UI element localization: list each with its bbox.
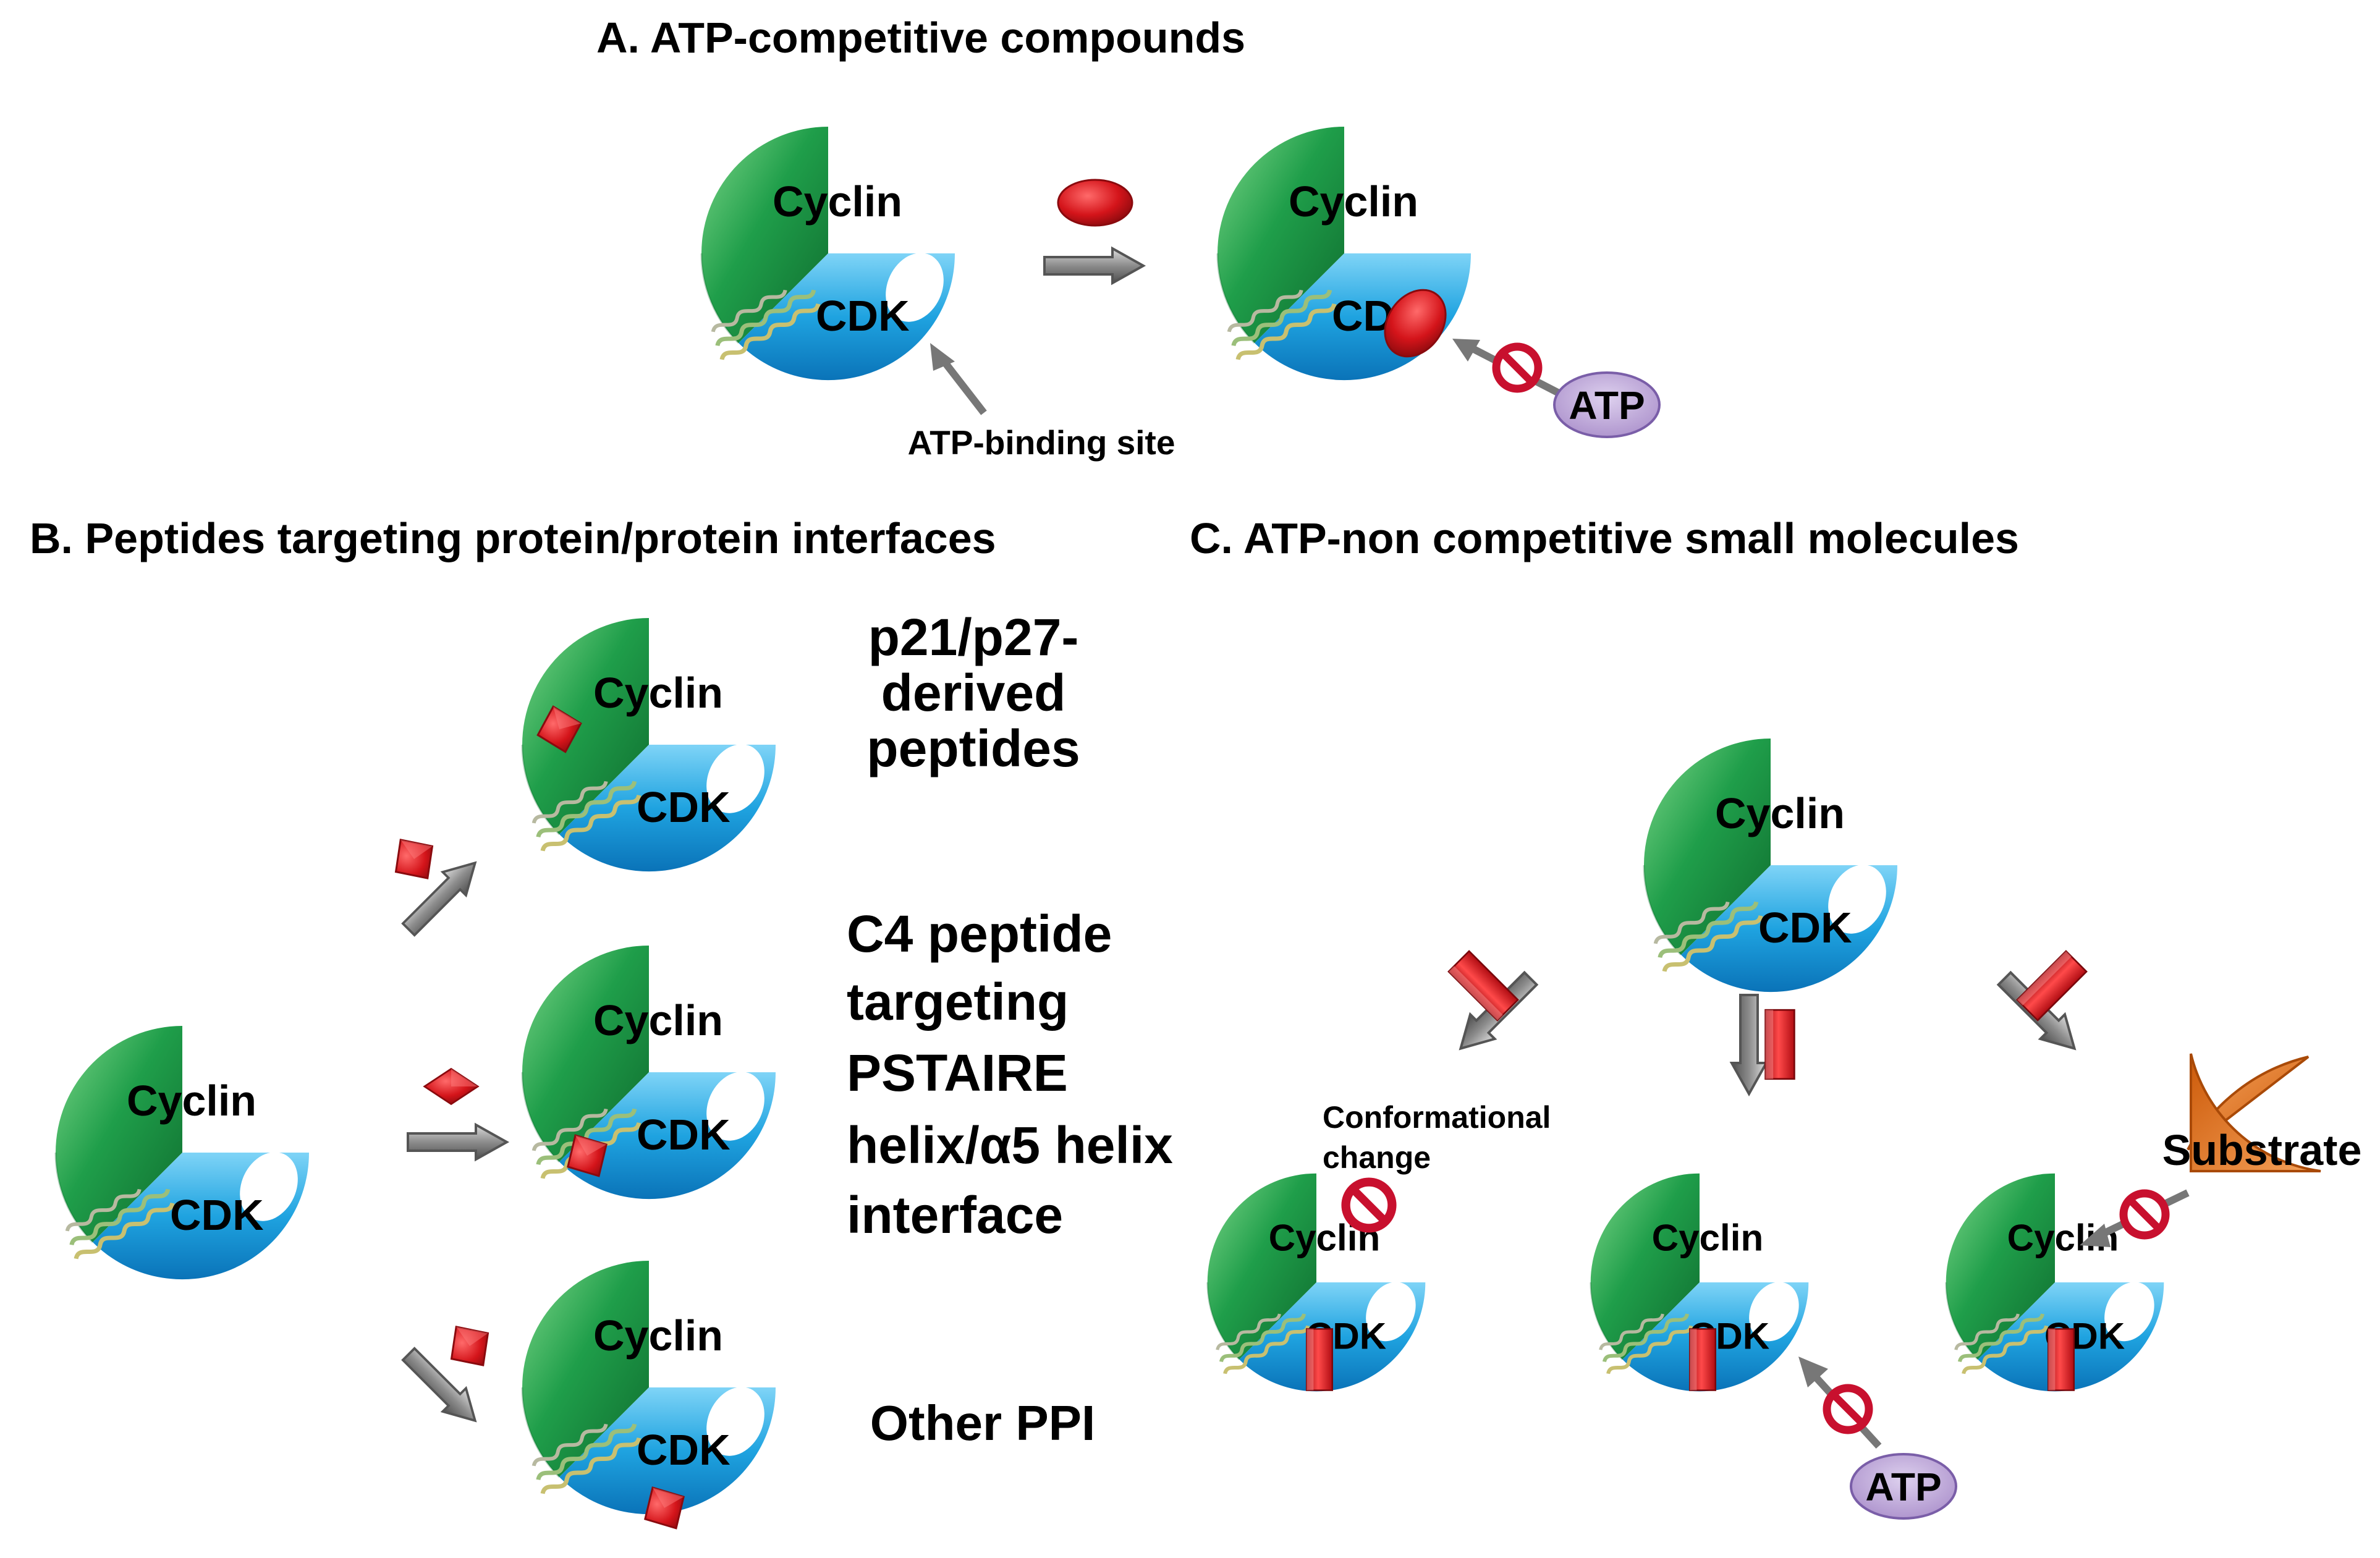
cyclin-label: Cyclin xyxy=(1289,177,1418,226)
panel-a-title: A. ATP-competitive compounds xyxy=(596,14,1245,62)
c4-label-line1: C4 peptide xyxy=(847,905,1112,963)
prohibition-icon xyxy=(1346,1182,1392,1229)
atp-binding-site-label: ATP-binding site xyxy=(908,423,1175,462)
panel-c-title: C. ATP-non competitive small molecules xyxy=(1190,514,2019,562)
substrate-arrow-head xyxy=(2080,1224,2111,1247)
prohibition-icon xyxy=(1496,347,1538,389)
allosteric-inhibitor-block xyxy=(1688,1328,1717,1391)
p21-label-line3: peptides xyxy=(866,719,1080,777)
site-pointer-head xyxy=(930,343,955,371)
peptide-diamond-icon xyxy=(381,826,447,892)
panel-b-title: B. Peptides targeting protein/protein in… xyxy=(30,514,996,562)
atp-competitive-compound xyxy=(1057,179,1133,227)
cdk-label: CDK xyxy=(816,292,910,340)
cyclin-label: Cyclin xyxy=(127,1077,256,1125)
prohibition-icon xyxy=(2124,1193,2166,1235)
cyclin-label: Cyclin xyxy=(593,669,723,717)
conformational-label-line1: Conformational xyxy=(1323,1100,1551,1135)
allosteric-inhibitor-block xyxy=(1764,1009,1795,1080)
cdk-label: CDK xyxy=(637,783,731,831)
allosteric-inhibitor-block xyxy=(1447,950,1519,1022)
c4-label-line2: targeting xyxy=(847,973,1069,1031)
atp-molecule xyxy=(1553,371,1661,438)
c4-label-line3: PSTAIRE xyxy=(847,1044,1068,1102)
p21-label-line1: p21/p27- xyxy=(868,608,1079,666)
cyclin-label: Cyclin xyxy=(773,177,902,226)
atp-entry-head xyxy=(1452,339,1480,362)
cdk-label: CDK xyxy=(637,1111,731,1159)
arrow-icon xyxy=(407,1124,508,1161)
allosteric-inhibitor-block xyxy=(2047,1328,2075,1391)
cdk-label: CDK xyxy=(1758,904,1852,952)
prohibition-icon xyxy=(1827,1388,1869,1430)
p21-label-line2: derived xyxy=(881,664,1066,722)
cdk-label: CDK xyxy=(170,1191,264,1239)
allosteric-inhibitor-block xyxy=(1305,1328,1334,1391)
atp-entry-head xyxy=(1798,1357,1828,1387)
substrate-quadrant xyxy=(2190,1053,2321,1172)
substrate-label: Substrate xyxy=(2162,1126,2362,1174)
cyclin-label: Cyclin xyxy=(1715,789,1845,837)
c4-label-line5: interface xyxy=(847,1186,1063,1244)
allosteric-inhibitor-block xyxy=(2016,950,2088,1022)
arrow-icon xyxy=(1730,994,1768,1095)
other-ppi-label: Other PPI xyxy=(870,1395,1096,1450)
bound-compound xyxy=(1384,289,1447,358)
cyclin-label: Cyclin xyxy=(593,1311,723,1360)
atp-label: ATP xyxy=(1569,383,1645,428)
peptide-diamond-icon xyxy=(423,1067,480,1106)
arrow-icon xyxy=(1043,247,1145,284)
atp-molecule xyxy=(1850,1453,1957,1520)
cyclin-label: Cyclin xyxy=(593,996,723,1044)
peptide-diamond-icon xyxy=(437,1313,502,1379)
conformational-label-line2: change xyxy=(1323,1140,1431,1175)
c4-label-line4: helix/α5 helix xyxy=(847,1116,1173,1174)
atp-label-c: ATP xyxy=(1865,1465,1941,1509)
cdk-label: CDK xyxy=(637,1426,731,1474)
cyclin-label: Cyclin xyxy=(1652,1217,1764,1258)
